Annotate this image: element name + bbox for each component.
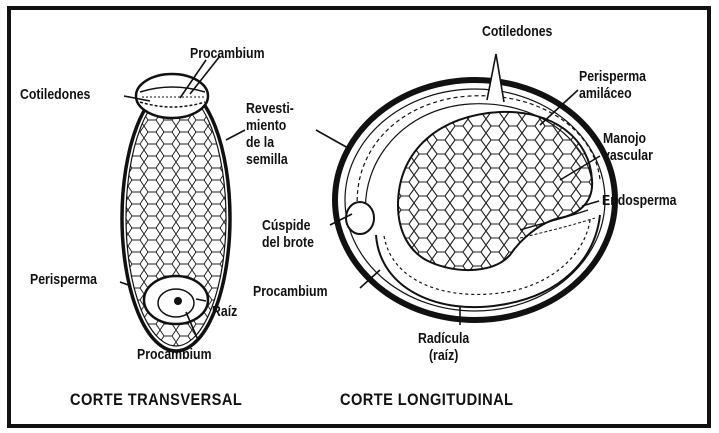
cotyledons-top — [136, 74, 208, 118]
label-raiz: Raíz — [212, 303, 237, 320]
title-corte-longitudinal: CORTE LONGITUDINAL — [340, 390, 513, 410]
label-perisperma-left: Perisperma — [30, 271, 97, 288]
label-cuspide-brote: Cúspide del brote — [262, 217, 314, 251]
label-endosperma: Endosperma — [602, 192, 677, 209]
label-cotiledones-right: Cotiledones — [482, 23, 552, 40]
longitudinal-seed — [316, 54, 615, 325]
label-manojo-vascular: Manojo vascular — [603, 130, 653, 164]
label-procambium-top: Procambium — [190, 45, 265, 62]
label-procambium-bottom: Procambium — [137, 346, 212, 363]
label-perisperma-amilaceo: Perisperma amiláceo — [579, 68, 646, 102]
label-radicula: Radícula (raíz) — [418, 330, 469, 364]
label-procambium-mid: Procambium — [253, 283, 328, 300]
label-revestimiento: Revesti- miento de la semilla — [246, 100, 294, 168]
label-cotiledones-left: Cotiledones — [20, 86, 90, 103]
title-corte-transversal: CORTE TRANSVERSAL — [70, 390, 242, 410]
